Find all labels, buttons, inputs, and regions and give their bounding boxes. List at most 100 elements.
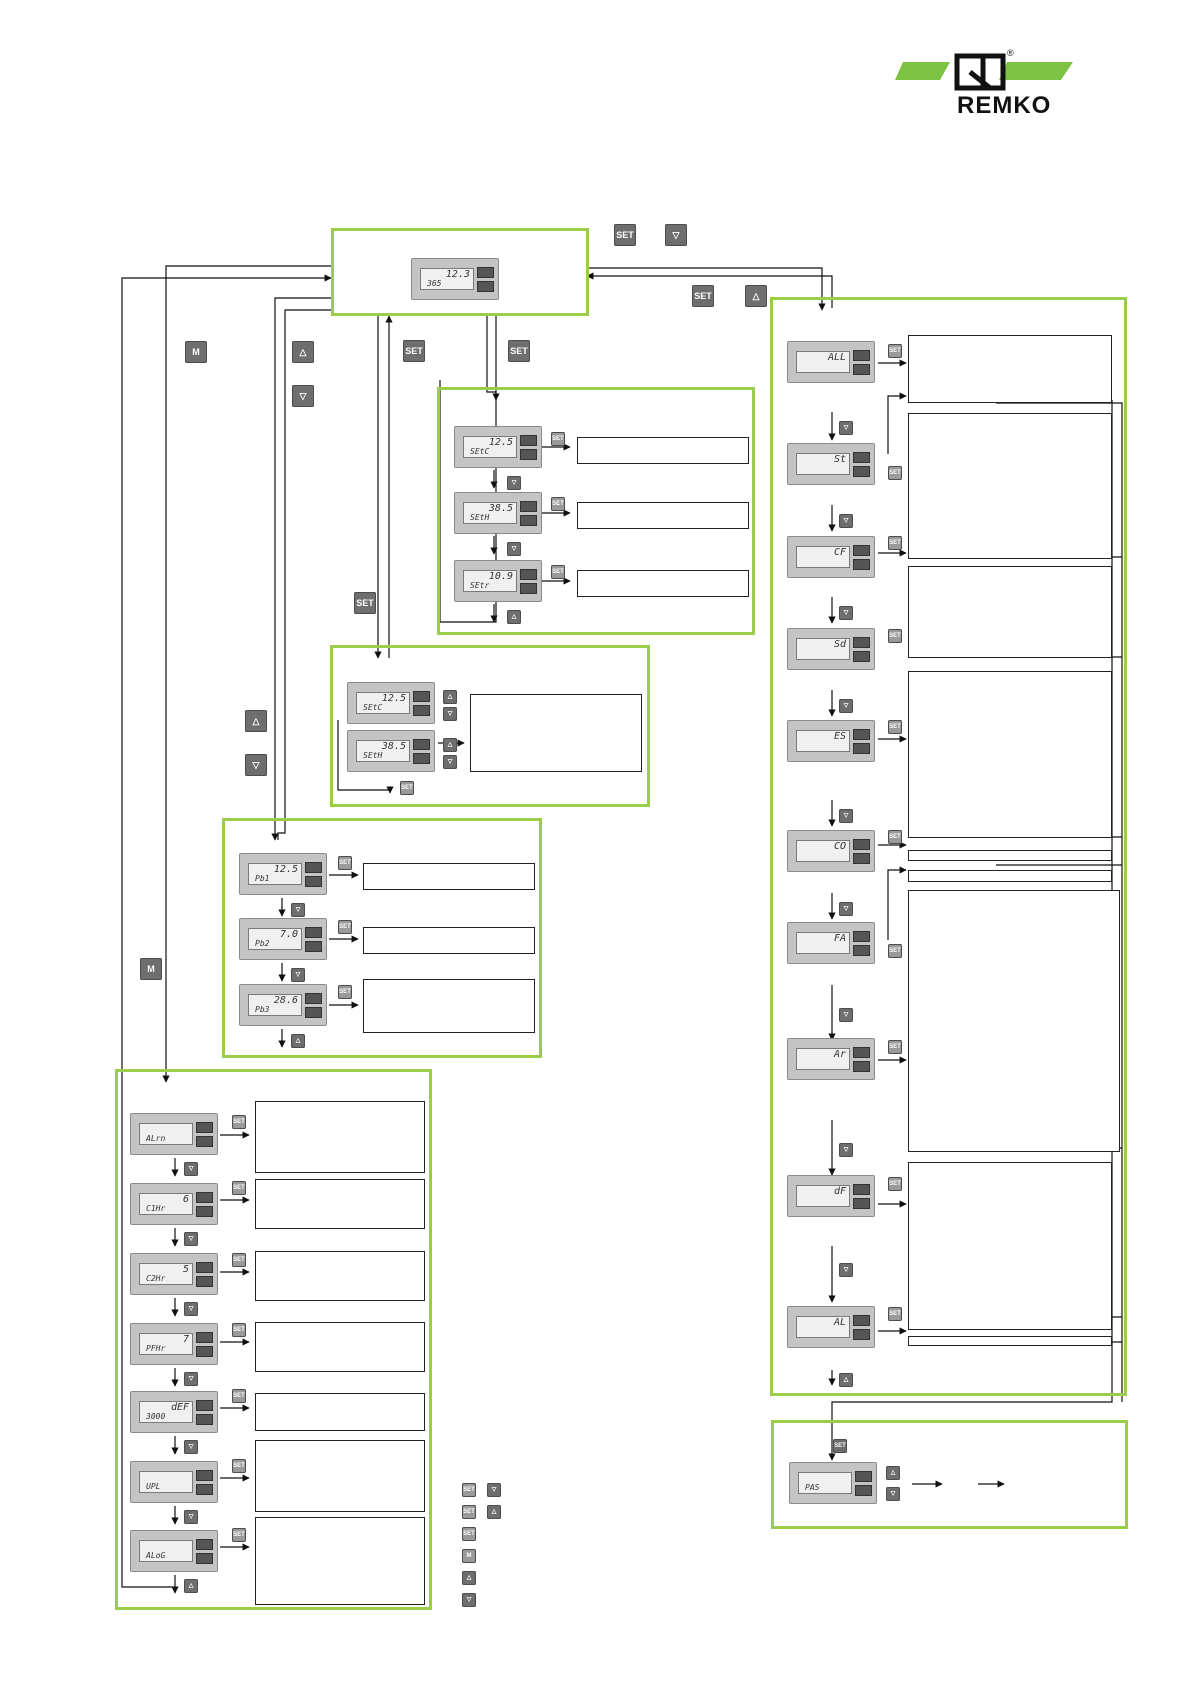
up-arrow-button[interactable]: △ [245, 710, 267, 732]
down-arrow-button[interactable]: ▽ [839, 1008, 853, 1022]
keypad-up-key[interactable] [196, 1539, 213, 1550]
keypad-down-key[interactable] [305, 941, 322, 952]
keypad-up-key[interactable] [477, 267, 494, 278]
up-arrow-button[interactable]: △ [745, 285, 767, 307]
set-button[interactable]: SET [614, 224, 636, 246]
keypad-down-key[interactable] [520, 583, 537, 594]
down-arrow-button[interactable]: ▽ [839, 606, 853, 620]
keypad-up-key[interactable] [853, 1315, 870, 1326]
keypad-up-key[interactable] [196, 1192, 213, 1203]
down-arrow-button[interactable]: ▽ [839, 1143, 853, 1157]
set-button[interactable]: SET [232, 1528, 246, 1542]
keypad-down-key[interactable] [853, 853, 870, 864]
keypad-up-key[interactable] [853, 637, 870, 648]
down-arrow-button[interactable]: ▽ [443, 755, 457, 769]
keypad-down-key[interactable] [196, 1206, 213, 1217]
keypad-down-key[interactable] [853, 651, 870, 662]
keypad-up-key[interactable] [853, 1184, 870, 1195]
down-arrow-button[interactable]: ▽ [443, 707, 457, 721]
keypad-up-key[interactable] [853, 545, 870, 556]
down-arrow-button[interactable]: ▽ [245, 754, 267, 776]
set-button[interactable]: SET [551, 565, 565, 579]
keypad-up-key[interactable] [413, 691, 430, 702]
up-arrow-button[interactable]: △ [886, 1466, 900, 1480]
keypad-up-key[interactable] [853, 839, 870, 850]
up-arrow-button[interactable]: △ [443, 690, 457, 704]
set-button[interactable]: SET [508, 340, 530, 362]
set-button[interactable]: SET [551, 497, 565, 511]
up-arrow-button[interactable]: △ [291, 1034, 305, 1048]
set-button[interactable]: SET [692, 285, 714, 307]
down-arrow-button[interactable]: ▽ [839, 1263, 853, 1277]
set-button[interactable]: SET [232, 1389, 246, 1403]
keypad-down-key[interactable] [853, 1329, 870, 1340]
down-arrow-button[interactable]: ▽ [839, 699, 853, 713]
set-button[interactable]: SET [888, 629, 902, 643]
keypad-up-key[interactable] [305, 927, 322, 938]
keypad-up-key[interactable] [520, 569, 537, 580]
keypad-up-key[interactable] [196, 1262, 213, 1273]
up-arrow-button[interactable]: △ [292, 341, 314, 363]
down-arrow-button[interactable]: ▽ [507, 476, 521, 490]
set-button[interactable]: SET [338, 920, 352, 934]
keypad-up-key[interactable] [305, 993, 322, 1004]
set-button[interactable]: SET [400, 781, 414, 795]
down-arrow-button[interactable]: ▽ [665, 224, 687, 246]
set-button[interactable]: SET [888, 1177, 902, 1191]
set-button[interactable]: SET [232, 1459, 246, 1473]
m-button[interactable]: M [140, 958, 162, 980]
down-arrow-button[interactable]: ▽ [184, 1440, 198, 1454]
keypad-down-key[interactable] [413, 705, 430, 716]
down-arrow-button[interactable]: ▽ [291, 968, 305, 982]
down-arrow-button[interactable]: ▽ [839, 421, 853, 435]
keypad-up-key[interactable] [853, 931, 870, 942]
down-arrow-button[interactable]: ▽ [839, 809, 853, 823]
set-button[interactable]: SET [403, 340, 425, 362]
keypad-down-key[interactable] [477, 281, 494, 292]
set-button[interactable]: SET [232, 1115, 246, 1129]
down-arrow-button[interactable]: ▽ [839, 902, 853, 916]
keypad-down-key[interactable] [196, 1346, 213, 1357]
keypad-up-key[interactable] [196, 1470, 213, 1481]
up-arrow-button[interactable]: △ [443, 738, 457, 752]
keypad-down-key[interactable] [196, 1136, 213, 1147]
down-arrow-button[interactable]: ▽ [184, 1232, 198, 1246]
keypad-down-key[interactable] [853, 1061, 870, 1072]
keypad-up-key[interactable] [853, 452, 870, 463]
set-button[interactable]: SET [888, 466, 902, 480]
set-button[interactable]: SET [888, 536, 902, 550]
keypad-up-key[interactable] [196, 1122, 213, 1133]
down-arrow-button[interactable]: ▽ [886, 1487, 900, 1501]
keypad-down-key[interactable] [853, 945, 870, 956]
set-button[interactable]: SET [232, 1181, 246, 1195]
keypad-down-key[interactable] [196, 1553, 213, 1564]
down-arrow-button[interactable]: ▽ [184, 1162, 198, 1176]
up-arrow-button[interactable]: △ [507, 610, 521, 624]
set-button[interactable]: SET [833, 1439, 847, 1453]
keypad-up-key[interactable] [305, 862, 322, 873]
down-arrow-button[interactable]: ▽ [184, 1372, 198, 1386]
set-button[interactable]: SET [888, 944, 902, 958]
keypad-down-key[interactable] [196, 1484, 213, 1495]
down-arrow-button[interactable]: ▽ [839, 514, 853, 528]
keypad-down-key[interactable] [853, 466, 870, 477]
keypad-up-key[interactable] [853, 1047, 870, 1058]
set-button[interactable]: SET [888, 1307, 902, 1321]
keypad-down-key[interactable] [196, 1414, 213, 1425]
keypad-down-key[interactable] [853, 364, 870, 375]
set-button[interactable]: SET [232, 1253, 246, 1267]
keypad-up-key[interactable] [413, 739, 430, 750]
set-button[interactable]: SET [551, 432, 565, 446]
down-arrow-button[interactable]: ▽ [292, 385, 314, 407]
set-button[interactable]: SET [338, 985, 352, 999]
keypad-down-key[interactable] [520, 449, 537, 460]
keypad-down-key[interactable] [413, 753, 430, 764]
up-arrow-button[interactable]: △ [184, 1579, 198, 1593]
set-button[interactable]: SET [888, 344, 902, 358]
set-button[interactable]: SET [888, 720, 902, 734]
set-button[interactable]: SET [338, 856, 352, 870]
set-button[interactable]: SET [354, 592, 376, 614]
set-button[interactable]: SET [232, 1323, 246, 1337]
keypad-down-key[interactable] [196, 1276, 213, 1287]
down-arrow-button[interactable]: ▽ [184, 1302, 198, 1316]
